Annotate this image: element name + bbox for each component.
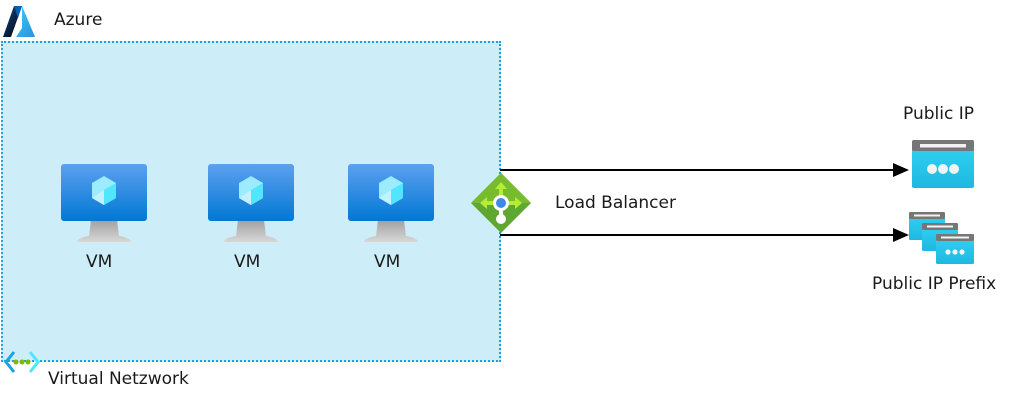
public-ip[interactable]	[912, 140, 974, 188]
public-ip-prefix[interactable]	[909, 212, 975, 264]
connector-line-public-ip	[500, 169, 895, 171]
virtual-network-icon	[4, 350, 40, 374]
virtual-machine-icon	[61, 164, 147, 242]
load-balancer-label: Load Balancer	[555, 193, 676, 213]
load-balancer[interactable]	[470, 172, 532, 234]
vm-1[interactable]	[61, 164, 147, 244]
vm-2-label: VM	[234, 252, 261, 272]
arrowhead-public-ip	[893, 163, 909, 177]
public-ip-label: Public IP	[903, 104, 974, 124]
vm-2[interactable]	[208, 164, 294, 244]
azure-logo-icon	[2, 4, 36, 38]
public-ip-icon	[912, 140, 974, 188]
vm-3-label: VM	[374, 252, 401, 272]
arrowhead-public-ip-prefix	[893, 228, 909, 242]
virtual-machine-icon	[208, 164, 294, 242]
azure-label: Azure	[54, 10, 103, 30]
public-ip-prefix-label: Public IP Prefix	[872, 274, 997, 294]
connector-line-public-ip-prefix	[500, 234, 895, 236]
vm-3[interactable]	[348, 164, 434, 244]
vm-1-label: VM	[86, 252, 113, 272]
virtual-network-label: Virtual Netzwork	[48, 369, 189, 389]
virtual-machine-icon	[348, 164, 434, 242]
load-balancer-icon	[471, 173, 531, 233]
public-ip-prefix-icon	[909, 212, 974, 264]
